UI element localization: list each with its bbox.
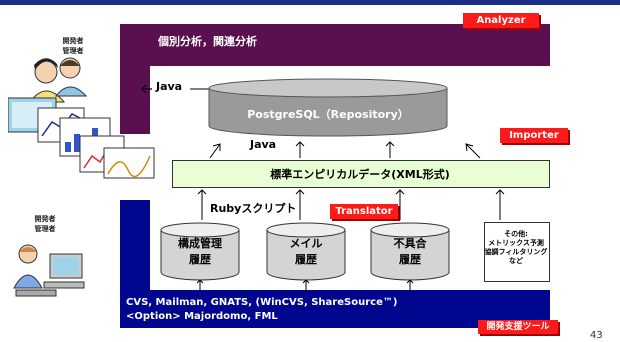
ruby-script-label: Rubyスクリプト: [210, 202, 297, 215]
role-label-bottom: 開発者 管理者: [34, 215, 56, 233]
history-cylinder-mail: [266, 222, 346, 281]
analyzer-tag: Analyzer: [463, 13, 539, 28]
arrow-up-icon: [197, 189, 505, 220]
developer-illustration: [13, 244, 85, 297]
others-box: [484, 222, 550, 282]
upward-arrows-3: [196, 279, 414, 292]
history-bug-line1: 不具合: [393, 237, 427, 250]
standard-data-label: 標準エンピリカルデータ(XML形式): [270, 168, 450, 181]
person-icon: [29, 57, 88, 103]
role-label-top: 開発者 管理者: [62, 37, 84, 55]
arrow-up-icon: [209, 141, 481, 159]
footer-line-2: <Option> Majordomo, FML: [126, 311, 278, 322]
analyzer-band: [120, 24, 550, 66]
upward-arrows-1: [209, 141, 481, 159]
history-cylinder-bug: [370, 222, 450, 281]
history-mail-line2: 履歴: [295, 253, 317, 266]
arrow-up-icon: [196, 279, 414, 292]
others-label: その他: メトリックス予測 協調フィルタリング など: [484, 230, 548, 265]
top-bar: [0, 0, 620, 5]
history-cylinder-config: [160, 222, 240, 281]
analysis-banner: 個別分析，関連分析: [158, 35, 257, 48]
repository-cylinder: [208, 78, 448, 137]
computer-user-icon: [13, 244, 85, 297]
history-config-line2: 履歴: [189, 253, 211, 266]
importer-tag: Importer: [500, 128, 568, 143]
arrow-left-icon: [141, 84, 152, 94]
analyzer-left-band: [120, 24, 150, 134]
upward-arrows-2: [197, 189, 505, 220]
translator-tag: Translator: [330, 204, 398, 219]
standard-data-box: [172, 160, 550, 188]
history-bug-line2: 履歴: [399, 253, 421, 266]
dev-tools-tag: 開発支援ツール: [478, 320, 558, 334]
repository-label: PostgreSQL（Repository）: [247, 108, 409, 121]
analyst-illustration: [8, 57, 155, 179]
chart-icon: [37, 107, 155, 179]
history-mail-line1: メイル: [289, 237, 323, 250]
history-config-line1: 構成管理: [178, 237, 222, 250]
java-label-mid: Java: [250, 138, 277, 151]
footer-line-1: CVS, Mailman, GNATS, (WinCVS, ShareSourc…: [126, 297, 398, 308]
java-label-left: Java: [156, 80, 183, 93]
page-number: 43: [590, 330, 603, 341]
